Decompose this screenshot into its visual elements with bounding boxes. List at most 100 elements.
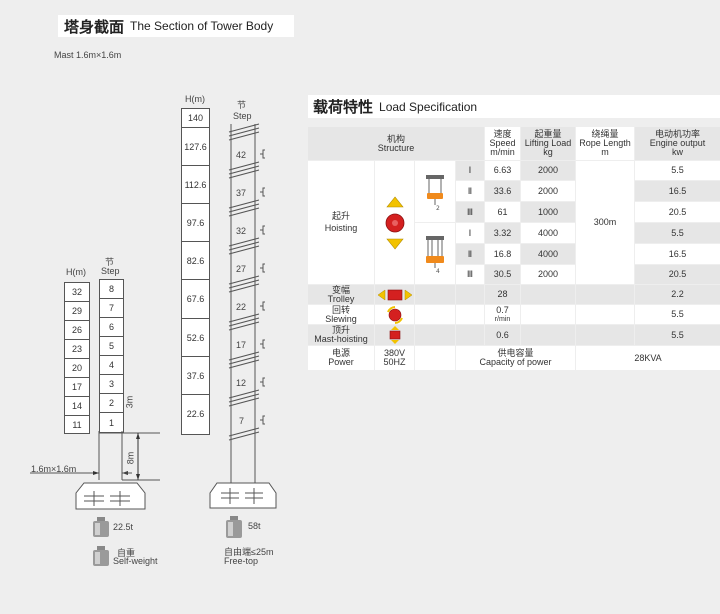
header-text: Speed	[489, 138, 516, 148]
trolley-blank	[415, 285, 455, 304]
mast-blank	[521, 325, 575, 345]
header-text: Rope Length	[579, 138, 631, 148]
col-header-engine: 电动机功率 Engine output kw	[635, 127, 720, 160]
slewing-speed: 0.7 r/min	[485, 305, 520, 324]
speed-cell: 6.63	[485, 161, 520, 180]
header-text: Lifting Load	[524, 138, 572, 148]
rope-length-cell: 300m	[576, 161, 634, 284]
step-cell: 5	[100, 337, 123, 356]
power-cell: 16.5	[635, 181, 720, 201]
hook-single-cell: 2	[415, 161, 455, 222]
mast-size-label: Mast 1.6m×1.6m	[54, 50, 122, 60]
hook-double-cell: 4	[415, 223, 455, 284]
step-label: 27	[236, 264, 247, 274]
tall-tower-height-column: 140 127.6 112.6 97.6 82.6 67.6 52.6 37.6…	[181, 108, 210, 435]
load-cell: 2000	[521, 181, 575, 201]
row-label-en: Power	[328, 357, 354, 367]
height-cell: 14	[65, 397, 89, 416]
speed-cell: 61	[485, 202, 520, 222]
row-label-cn: 回转	[331, 304, 350, 315]
slewing-speed-value: 0.7	[496, 304, 509, 315]
row-label-en: Trolley	[327, 293, 355, 304]
height-cell: 20	[65, 359, 89, 378]
hoisting-control-icon	[385, 196, 404, 249]
weight-icon	[93, 546, 109, 566]
small-tower-weight: 22.5t	[113, 522, 134, 532]
gear-cell: Ⅲ	[456, 202, 484, 222]
hook-double-icon: 4	[426, 235, 444, 274]
height-cell: 67.6	[182, 280, 209, 319]
trolley-control-icon	[377, 289, 412, 300]
load-cell: 4000	[521, 244, 575, 264]
tower-section-title-cn: 塔身截面	[64, 17, 125, 36]
slewing-icon-cell	[375, 305, 414, 324]
mast-hoisting-icon-cell	[375, 325, 414, 345]
row-label-cn: 电源	[331, 348, 350, 358]
power-label: 电源 Power	[308, 346, 374, 370]
capacity-cn: 供电容量	[497, 348, 534, 358]
weight-icon	[226, 516, 242, 538]
slewing-power: 5.5	[635, 305, 720, 324]
load-cell: 2000	[521, 265, 575, 284]
voltage-value: 380V	[383, 348, 406, 358]
header-text: 速度	[493, 129, 512, 139]
tower-section-heading: 塔身截面 The Section of Tower Body	[58, 15, 294, 37]
tall-tower-h-label: H(m)	[185, 94, 205, 104]
power-capacity-label: 供电容量 Capacity of power	[456, 346, 575, 370]
trolley-blank	[456, 285, 484, 304]
power-blank	[415, 346, 455, 370]
load-cell: 4000	[521, 223, 575, 243]
row-label-cn: 变幅	[331, 284, 350, 295]
power-cell: 16.5	[635, 244, 720, 264]
free-top-en: Free-top	[224, 556, 259, 566]
tall-tower-step-en: Step	[233, 111, 252, 121]
load-spec-title-cn: 载荷特性	[313, 98, 374, 116]
trolley-blank	[521, 285, 575, 304]
slewing-blank	[456, 305, 484, 324]
col-header-speed: 速度 Speed m/min	[485, 127, 520, 160]
header-text: 起重量	[534, 129, 562, 139]
free-top-cn: 自由端≤25m	[224, 547, 274, 557]
gear-cell: Ⅰ	[456, 161, 484, 180]
header-text: kw	[672, 147, 683, 157]
power-cell: 20.5	[635, 265, 720, 284]
height-cell: 52.6	[182, 319, 209, 357]
power-cell: 5.5	[635, 223, 720, 243]
speed-cell: 3.32	[485, 223, 520, 243]
power-cell: 20.5	[635, 202, 720, 222]
step-label: 12	[236, 378, 247, 388]
step-cell: 1	[108, 417, 114, 428]
height-cell: 37.6	[182, 357, 209, 395]
header-text: m/min	[490, 147, 515, 157]
small-tower-step-column: 8 7 6 5 4 3 2 1	[99, 279, 124, 433]
slewing-label: 回转 Slewing	[308, 305, 374, 324]
height-cell: 29	[65, 302, 89, 321]
slewing-blank	[415, 305, 455, 324]
step-cell: 7	[100, 299, 123, 318]
load-spec-heading: 载荷特性 Load Specification	[308, 95, 720, 118]
tall-tower-step-cn: 节	[237, 100, 247, 110]
height-cell: 140	[182, 109, 209, 128]
trolley-blank	[576, 285, 634, 304]
dimension-8m: 8m	[125, 451, 136, 465]
self-weight-cn: 自重	[117, 548, 136, 558]
row-label-en: Slewing	[325, 313, 357, 324]
slewing-blank	[576, 305, 634, 324]
header-text: Engine output	[649, 138, 706, 148]
trolley-power: 2.2	[635, 285, 720, 304]
slewing-speed-unit: r/min	[494, 315, 511, 323]
mast-blank	[415, 325, 455, 345]
height-cell: 112.6	[182, 166, 209, 204]
speed-cell: 33.6	[485, 181, 520, 201]
mast-hoisting-power: 5.5	[635, 325, 720, 345]
header-text: m	[601, 147, 609, 157]
power-cell: 5.5	[635, 161, 720, 180]
self-weight-en: Self-weight	[113, 556, 158, 566]
hoisting-icon-cell	[375, 161, 414, 284]
height-cell: 127.6	[182, 128, 209, 166]
row-label-en: Mast-hoisting	[314, 334, 368, 344]
load-cell: 1000	[521, 202, 575, 222]
trolley-icon-cell	[375, 285, 414, 304]
height-cell: 11	[72, 419, 82, 430]
step-cell: 4	[100, 356, 123, 375]
